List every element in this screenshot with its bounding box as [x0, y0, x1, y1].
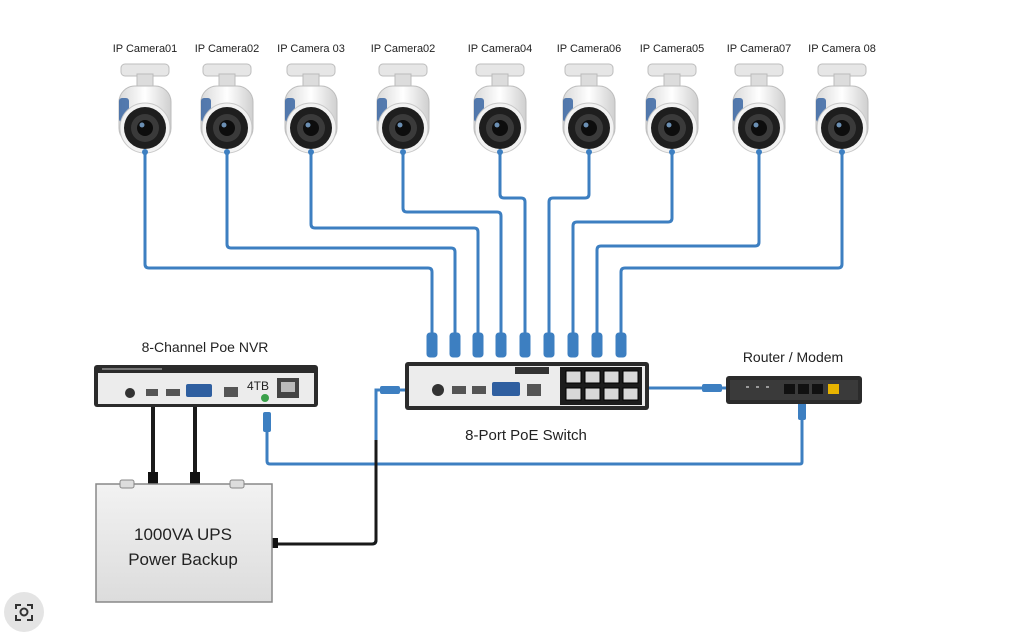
switch-power-cable-black: [272, 440, 378, 546]
router-nvr-cable: [265, 402, 804, 466]
cable-connectors: [263, 384, 806, 432]
switch-port: [603, 370, 620, 384]
ip-camera: [815, 63, 869, 155]
switch-ports: [565, 370, 639, 401]
poe-switch-device: 8-Port PoE Switch: [405, 362, 649, 444]
camera-label: IP Camera 03: [277, 43, 345, 55]
ip-camera: [473, 63, 527, 155]
camera-cable: [571, 150, 674, 352]
camera-labels: IP Camera01 IP Camera02 IP Camera 03 IP Cam…: [113, 43, 876, 55]
switch-port: [584, 370, 601, 384]
camera-label: IP Camera05: [640, 43, 705, 55]
camera-cable: [401, 150, 503, 352]
camera-label: IP Camera02: [371, 43, 436, 55]
ups-label-line1: 1000VA UPS: [134, 525, 232, 544]
nvr-label: 8-Channel Poe NVR: [142, 339, 269, 355]
camera-cable-connector: [591, 332, 603, 358]
ups-device: 1000VA UPS Power Backup: [95, 479, 273, 603]
switch-port: [622, 370, 639, 384]
camera-cable: [309, 150, 480, 352]
switch-power-cable: [272, 388, 408, 546]
switch-port: [565, 387, 582, 401]
switch-port: [584, 387, 601, 401]
camera-label: IP Camera07: [727, 43, 792, 55]
camera-cable: [547, 150, 591, 352]
ip-camera: [376, 63, 430, 155]
ups-label-line2: Power Backup: [128, 550, 238, 569]
router-label: Router / Modem: [743, 349, 843, 365]
ip-camera: [732, 63, 786, 155]
ip-camera: [118, 63, 172, 155]
router-device: Router / Modem: [726, 349, 862, 404]
nvr-capacity: 4TB: [247, 379, 269, 393]
camera-cable-connector: [495, 332, 507, 358]
ip-camera: [645, 63, 699, 155]
camera-cable-connector: [449, 332, 461, 358]
lens-search-icon[interactable]: [4, 592, 44, 632]
camera-cable-connector: [615, 332, 627, 358]
switch-port: [622, 387, 639, 401]
camera-label: IP Camera 08: [808, 43, 876, 55]
camera-cable: [143, 150, 434, 352]
camera-cable: [595, 150, 761, 352]
ip-camera: [200, 63, 254, 155]
camera-cable-connector: [543, 332, 555, 358]
ip-camera: [562, 63, 616, 155]
camera-label: IP Camera02: [195, 43, 260, 55]
switch-label: 8-Port PoE Switch: [465, 427, 587, 444]
nvr-device: 8-Channel Poe NVR 4TB: [94, 339, 318, 407]
camera-cables: [143, 150, 844, 358]
switch-port: [603, 387, 620, 401]
ip-camera: [284, 63, 338, 155]
switch-port: [565, 370, 582, 384]
camera-cable-connector: [567, 332, 579, 358]
ip-cameras: [118, 63, 869, 155]
camera-cable: [498, 150, 527, 352]
camera-label: IP Camera01: [113, 43, 178, 55]
camera-label: IP Camera04: [468, 43, 533, 55]
camera-cable: [225, 150, 457, 352]
camera-cable-connector: [426, 332, 438, 358]
camera-cable: [619, 150, 844, 352]
camera-cable-connector: [519, 332, 531, 358]
camera-cable-connector: [472, 332, 484, 358]
camera-label: IP Camera06: [557, 43, 622, 55]
